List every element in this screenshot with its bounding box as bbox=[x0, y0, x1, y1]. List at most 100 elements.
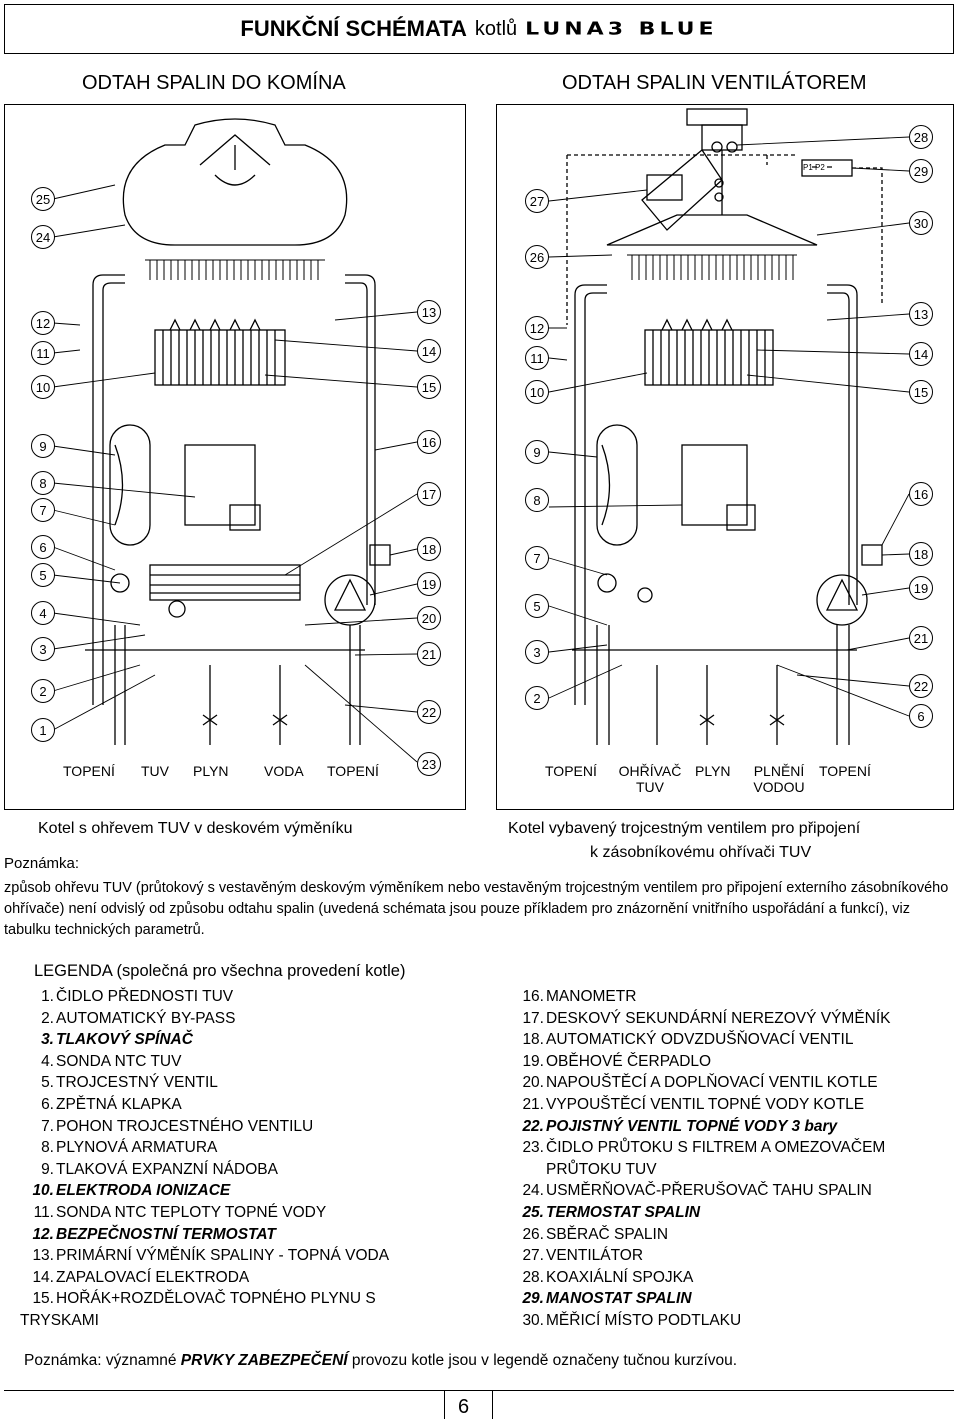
footer-divider-right bbox=[492, 1390, 493, 1419]
callout-15: 15 bbox=[417, 375, 441, 399]
conn-ohrivac-tuv: OHŘÍVAČ TUV bbox=[618, 763, 682, 795]
conn-plyn: PLYN bbox=[193, 763, 229, 779]
legend-item-number: 25. bbox=[522, 1203, 544, 1221]
legend-item: 29.MANOSTAT SPALIN bbox=[510, 1288, 891, 1310]
legend-item: 27.VENTILÁTOR bbox=[510, 1245, 891, 1267]
footer-rule bbox=[4, 1390, 954, 1391]
right-schematic: P1 P2 28 29 30 27 26 12 11 10 9 8 7 5 3 … bbox=[496, 104, 954, 810]
legend-item-number: 15. bbox=[32, 1290, 54, 1308]
legend-item: 19.OBĚHOVÉ ČERPADLO bbox=[510, 1051, 891, 1073]
title-box: FUNKČNÍ SCHÉMATA kotlů LUNA3 BLUE bbox=[4, 4, 954, 54]
note-body: způsob ohřevu TUV (průtokový s vestavěný… bbox=[4, 880, 949, 938]
callout-20: 20 bbox=[417, 606, 441, 630]
callout-8: 8 bbox=[31, 471, 55, 495]
legend-item-number: 2. bbox=[41, 1009, 54, 1027]
callout-18-r: 18 bbox=[909, 542, 933, 566]
callout-28: 28 bbox=[909, 125, 933, 149]
legend-item-text: TERMOSTAT SPALIN bbox=[546, 1203, 701, 1221]
conn-plneni-vodou: PLNĚNÍ VODOU bbox=[753, 763, 805, 795]
legend-item-number: 19. bbox=[522, 1052, 544, 1070]
footnote-emphasis: PRVKY ZABEZPEČENÍ bbox=[180, 1352, 348, 1369]
note-label: Poznámka: bbox=[4, 855, 80, 872]
callout-30: 30 bbox=[909, 211, 933, 235]
callout-6: 6 bbox=[31, 535, 55, 559]
legend-item: 23.ČIDLO PRŮTOKU S FILTREM A OMEZOVAČEM bbox=[510, 1137, 891, 1159]
legend-item-text: SONDA NTC TUV bbox=[56, 1052, 182, 1070]
callout-5-r: 5 bbox=[525, 594, 549, 618]
legend-item: 15.HOŘÁK+ROZDĚLOVAČ TOPNÉHO PLYNU S bbox=[20, 1288, 389, 1310]
callout-15-r: 15 bbox=[909, 380, 933, 404]
legend-item-text: AUTOMATICKÝ BY-PASS bbox=[56, 1009, 236, 1027]
legend-item-wrap: TRYSKAMI bbox=[20, 1310, 389, 1332]
conn-tuv: TUV bbox=[141, 763, 169, 779]
left-schematic-drawing bbox=[52, 118, 418, 763]
legend-item-text: ZAPALOVACÍ ELEKTRODA bbox=[56, 1268, 250, 1286]
page-number: 6 bbox=[458, 1396, 470, 1418]
manostat-p1-label: P1 bbox=[803, 163, 813, 172]
brand-logo: LUNA3 BLUE bbox=[525, 19, 718, 39]
left-caption: Kotel s ohřevem TUV v deskovém výměníku bbox=[38, 820, 353, 837]
callout-16: 16 bbox=[417, 430, 441, 454]
legend-item: 9.TLAKOVÁ EXPANZNÍ NÁDOBA bbox=[20, 1159, 389, 1181]
conn-voda: VODA bbox=[264, 763, 304, 779]
legend-item-text: MANOSTAT SPALIN bbox=[546, 1290, 692, 1308]
legend-item-text: ČIDLO PŘEDNOSTI TUV bbox=[56, 988, 234, 1005]
left-schematic: 25 24 12 11 10 9 8 7 6 5 4 3 2 1 13 14 1… bbox=[4, 104, 466, 810]
callout-27: 27 bbox=[525, 189, 549, 213]
callout-29: 29 bbox=[909, 159, 933, 183]
callout-6-r: 6 bbox=[909, 704, 933, 728]
legend-item-number: 1. bbox=[41, 988, 54, 1005]
legend-item-number: 21. bbox=[522, 1095, 544, 1113]
legend-item-number: 16. bbox=[522, 988, 544, 1005]
legend-item-number bbox=[510, 1159, 544, 1181]
legend-item-number: 3. bbox=[41, 1031, 54, 1049]
legend-item-text: ZPĚTNÁ KLAPKA bbox=[56, 1095, 182, 1113]
legend-item-text: TRYSKAMI bbox=[20, 1311, 99, 1329]
conn-topeni-left-r: TOPENÍ bbox=[545, 763, 597, 779]
legend-item: PRŮTOKU TUV bbox=[510, 1159, 891, 1181]
legend-item: 8.PLYNOVÁ ARMATURA bbox=[20, 1137, 389, 1159]
legend-item: 7.POHON TROJCESTNÉHO VENTILU bbox=[20, 1116, 389, 1138]
legend-item-number: 24. bbox=[522, 1182, 544, 1200]
legend-item: 26.SBĚRAČ SPALIN bbox=[510, 1224, 891, 1246]
legend-item: 16.MANOMETR bbox=[510, 986, 891, 1008]
callout-17: 17 bbox=[417, 482, 441, 506]
legend-item: 21.VYPOUŠTĚCÍ VENTIL TOPNÉ VODY KOTLE bbox=[510, 1094, 891, 1116]
conn-topeni-right: TOPENÍ bbox=[327, 763, 379, 779]
callout-26: 26 bbox=[525, 245, 549, 269]
legend-item-number: 5. bbox=[41, 1074, 54, 1092]
legend-item-text: SBĚRAČ SPALIN bbox=[546, 1225, 669, 1243]
callout-24: 24 bbox=[31, 225, 55, 249]
legend-item-text: PRŮTOKU TUV bbox=[546, 1160, 657, 1178]
legend-item: 11.SONDA NTC TEPLOTY TOPNÉ VODY bbox=[20, 1202, 389, 1224]
callout-10-r: 10 bbox=[525, 380, 549, 404]
callout-11-r: 11 bbox=[525, 346, 549, 370]
callout-7-r: 7 bbox=[525, 546, 549, 570]
legend-item-text: PRIMÁRNÍ VÝMĚNÍK SPALINY - TOPNÁ VODA bbox=[56, 1247, 390, 1265]
right-schematic-drawing bbox=[548, 108, 910, 745]
callout-8-r: 8 bbox=[525, 488, 549, 512]
callout-22-r: 22 bbox=[909, 674, 933, 698]
right-caption-line2: k zásobníkovému ohřívači TUV bbox=[590, 844, 812, 861]
footnote-suffix: provozu kotle jsou v legendě označeny tu… bbox=[347, 1352, 738, 1369]
legend-item-number: 23. bbox=[522, 1139, 544, 1157]
callout-23: 23 bbox=[417, 752, 441, 776]
legend-item-text: HOŘÁK+ROZDĚLOVAČ TOPNÉHO PLYNU S bbox=[56, 1290, 376, 1308]
legend-item-text: MANOMETR bbox=[546, 988, 637, 1005]
footer-divider-left bbox=[444, 1390, 445, 1419]
callout-7: 7 bbox=[31, 498, 55, 522]
callout-13-r: 13 bbox=[909, 302, 933, 326]
legend-item-text: TROJCESTNÝ VENTIL bbox=[56, 1074, 218, 1092]
callout-19: 19 bbox=[417, 572, 441, 596]
legend-item-number: 28. bbox=[522, 1268, 544, 1286]
legend-item-text: AUTOMATICKÝ ODVZDUŠŇOVACÍ VENTIL bbox=[546, 1031, 854, 1049]
legend-item-number: 26. bbox=[522, 1225, 544, 1243]
conn-topeni-right-r: TOPENÍ bbox=[819, 763, 871, 779]
legend-item: 22.POJISTNÝ VENTIL TOPNÉ VODY 3 bary bbox=[510, 1116, 891, 1138]
legend-item-text: PLYNOVÁ ARMATURA bbox=[56, 1139, 218, 1157]
legend-item-text: MĚŘICÍ MÍSTO PODTLAKU bbox=[546, 1311, 742, 1329]
callout-25: 25 bbox=[31, 187, 55, 211]
legend-item-number: 22. bbox=[522, 1117, 544, 1135]
legend-item-text: ČIDLO PRŮTOKU S FILTREM A OMEZOVAČEM bbox=[546, 1139, 886, 1157]
legend-item-text: NAPOUŠTĚCÍ A DOPLŇOVACÍ VENTIL KOTLE bbox=[546, 1074, 878, 1092]
